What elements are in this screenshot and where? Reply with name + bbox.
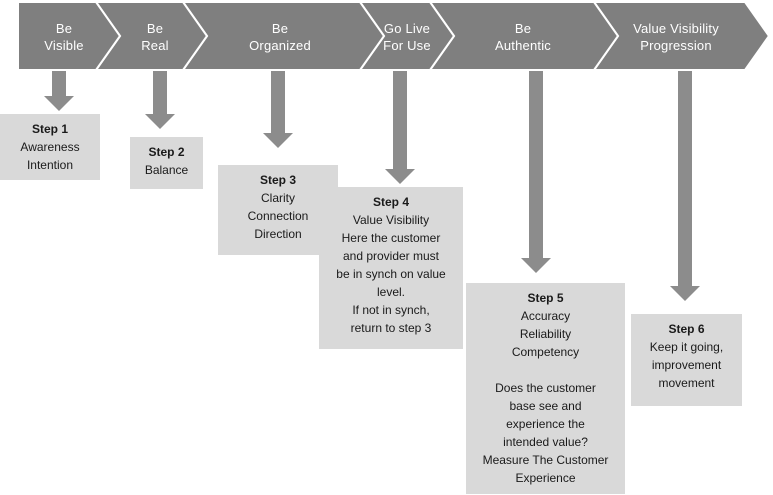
step-text-line: and provider must [342,249,440,263]
phase-label-line: Be [55,21,73,36]
step-spacer [466,361,625,379]
phase-label-line: Be [514,21,532,36]
step-text-line: Does the customer [495,381,596,395]
phase-label-line: Value Visibility [633,21,719,36]
down-arrow-3 [263,66,293,148]
step-text-line: level. [376,285,405,299]
step-text-line: Clarity [260,191,295,205]
step-text-line: Competency [511,345,580,359]
step-text-line: return to step 3 [350,321,432,335]
phase-label-line: Be [146,21,164,36]
phase-label-line: Visible [44,38,84,53]
step-title: Step 3 [259,173,296,187]
step-text-line: Keep it going, [649,340,724,354]
step-text-line: Awareness [20,140,80,154]
down-arrow-4 [385,66,415,184]
step-text-line: Accuracy [520,309,571,323]
step-title: Step 1 [31,122,68,136]
step-text-line: Reliability [519,327,572,341]
step-text-line: Value Visibility [352,213,430,227]
step-text-line: Measure The Customer [482,453,609,467]
down-arrow-6 [670,66,700,301]
step-text-line: experience the [506,417,585,431]
step-text-line: Balance [144,163,189,177]
step-text-line: If not in synch, [352,303,430,317]
phase-label-line: Real [141,38,169,53]
down-arrow-2 [145,66,175,129]
step-title: Step 6 [668,322,705,336]
step-text-line: Direction [254,227,302,241]
phase-label-line: Authentic [494,38,551,53]
down-arrow-5 [521,66,551,273]
phase-label-line: For Use [383,38,431,53]
step-box-2: Step 2 Balance [130,137,203,189]
step-title: Step 5 [527,291,564,305]
step-text-line: be in synch on value [336,267,446,281]
step-box-6: Step 6 Keep it going, improvement movement [631,314,742,406]
phase-chevron-1 [17,1,122,71]
step-text-line: movement [658,376,715,390]
step-text-line: Intention [26,158,74,172]
step-text-line: intended value? [503,435,588,449]
phase-label-line: Go Live [383,21,431,36]
step-text-line: Experience [515,471,576,485]
step-text-line: improvement [651,358,722,372]
step-text-line: base see and [509,399,582,413]
step-title: Step 4 [372,195,409,209]
step-text-line: Here the customer [341,231,441,245]
down-arrow-1 [44,66,74,111]
step-title: Step 2 [148,145,185,159]
phase-label-line: Be [271,21,289,36]
step-text-line: Connection [247,209,309,223]
phase-label-line: Progression [640,38,712,53]
phase-label-line: Organized [249,38,311,53]
